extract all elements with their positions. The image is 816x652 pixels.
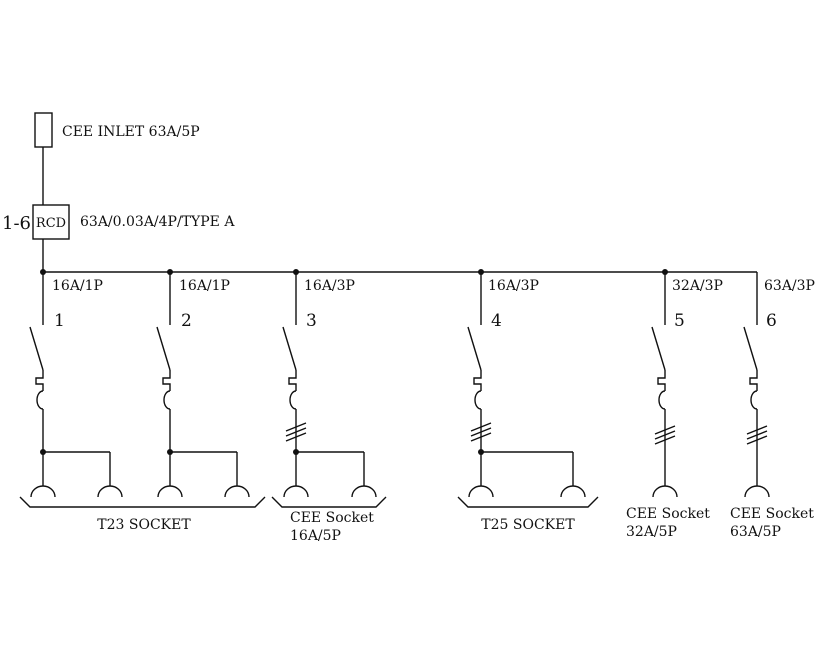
three-phase-marker — [746, 425, 768, 445]
circuit-4: 16A/3P 4 — [467, 269, 586, 498]
breaker-trip-element — [35, 370, 44, 452]
group-bracket-cee-16a — [271, 496, 387, 508]
three-phase-marker — [654, 425, 676, 445]
inlet-symbol — [34, 112, 53, 148]
rcd-box — [32, 204, 70, 240]
circuit-5-number: 5 — [674, 311, 685, 331]
breaker-contact — [282, 326, 297, 371]
circuit-2-rating: 16A/1P — [179, 278, 230, 294]
circuit-3-rating: 16A/3P — [304, 278, 355, 294]
group-label-t25: T25 SOCKET — [481, 517, 575, 533]
group-label-cee-63a-line1: CEE Socket — [730, 506, 814, 522]
three-phase-marker — [285, 422, 307, 442]
group-bracket-t23 — [19, 496, 266, 508]
rcd-box-label: RCD — [36, 216, 66, 231]
inlet-label: CEE INLET 63A/5P — [62, 124, 200, 140]
circuit-3: 16A/3P 3 — [282, 269, 377, 498]
three-phase-marker — [470, 422, 492, 442]
group-bracket-t25 — [457, 496, 599, 508]
socket-symbol — [283, 485, 309, 498]
circuit-6: 63A/3P 6 — [743, 272, 815, 498]
circuit-1: 16A/1P 1 — [29, 269, 123, 498]
socket-symbol — [652, 485, 678, 498]
socket-symbol — [351, 485, 377, 498]
socket-symbol — [97, 485, 123, 498]
circuit-4-number: 4 — [491, 311, 502, 331]
socket-symbol — [30, 485, 56, 498]
circuit-5: 32A/3P 5 — [651, 269, 723, 498]
cee-inlet: CEE INLET 63A/5P — [34, 112, 200, 205]
circuit-3-number: 3 — [306, 311, 317, 331]
group-label-cee-32a-line1: CEE Socket — [626, 506, 710, 522]
group-label-cee-16a-line1: CEE Socket — [290, 510, 374, 526]
socket-symbol — [157, 485, 183, 498]
socket-symbol — [224, 485, 250, 498]
circuit-2: 16A/1P 2 — [156, 269, 250, 498]
group-label-cee-16a-line2: 16A/5P — [290, 528, 341, 544]
socket-symbol — [744, 485, 770, 498]
breaker-contact — [29, 326, 44, 371]
rcd: RCD 63A/0.03A/4P/TYPE A 1-6 — [2, 204, 235, 272]
circuit-2-number: 2 — [181, 311, 192, 331]
breaker-contact — [651, 326, 666, 371]
circuit-6-rating: 63A/3P — [764, 278, 815, 294]
breaker-contact — [467, 326, 482, 371]
group-label-cee-63a-line2: 63A/5P — [730, 524, 781, 540]
rcd-rating: 63A/0.03A/4P/TYPE A — [80, 214, 235, 230]
circuit-5-rating: 32A/3P — [672, 278, 723, 294]
group-label-t23: T23 SOCKET — [97, 517, 191, 533]
circuit-4-rating: 16A/3P — [488, 278, 539, 294]
socket-symbol — [560, 485, 586, 498]
group-label-cee-32a-line2: 32A/5P — [626, 524, 677, 540]
breaker-trip-element — [749, 370, 758, 486]
breaker-trip-element — [288, 370, 297, 452]
breaker-trip-element — [162, 370, 171, 452]
breaker-contact — [156, 326, 171, 371]
breaker-trip-element — [657, 370, 666, 486]
circuit-1-number: 1 — [54, 311, 65, 331]
breaker-contact — [743, 326, 758, 371]
socket-symbol — [468, 485, 494, 498]
rcd-range-label: 1-6 — [2, 213, 31, 234]
circuit-1-rating: 16A/1P — [52, 278, 103, 294]
circuit-6-number: 6 — [766, 311, 777, 331]
breaker-trip-element — [473, 370, 482, 452]
